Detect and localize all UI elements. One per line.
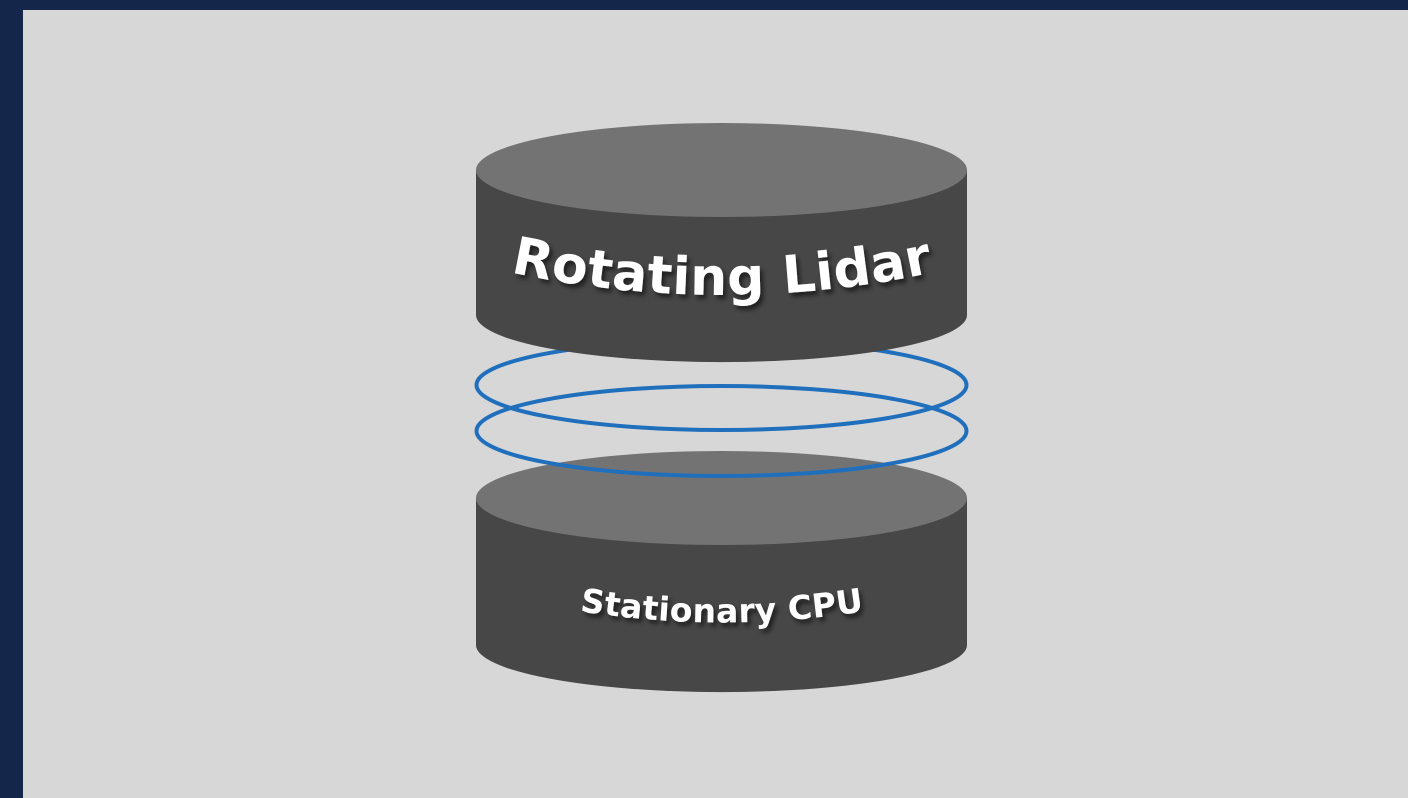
top-cylinder: Rotating Lidar <box>476 123 967 363</box>
top-cylinder-top-face <box>476 123 967 217</box>
bottom-cylinder-side <box>476 498 967 693</box>
top-cylinder-side <box>476 170 967 363</box>
lower-ring <box>474 384 969 478</box>
bottom-cylinder: Stationary CPU <box>476 451 967 693</box>
bottom-cylinder-top-face <box>476 451 967 545</box>
